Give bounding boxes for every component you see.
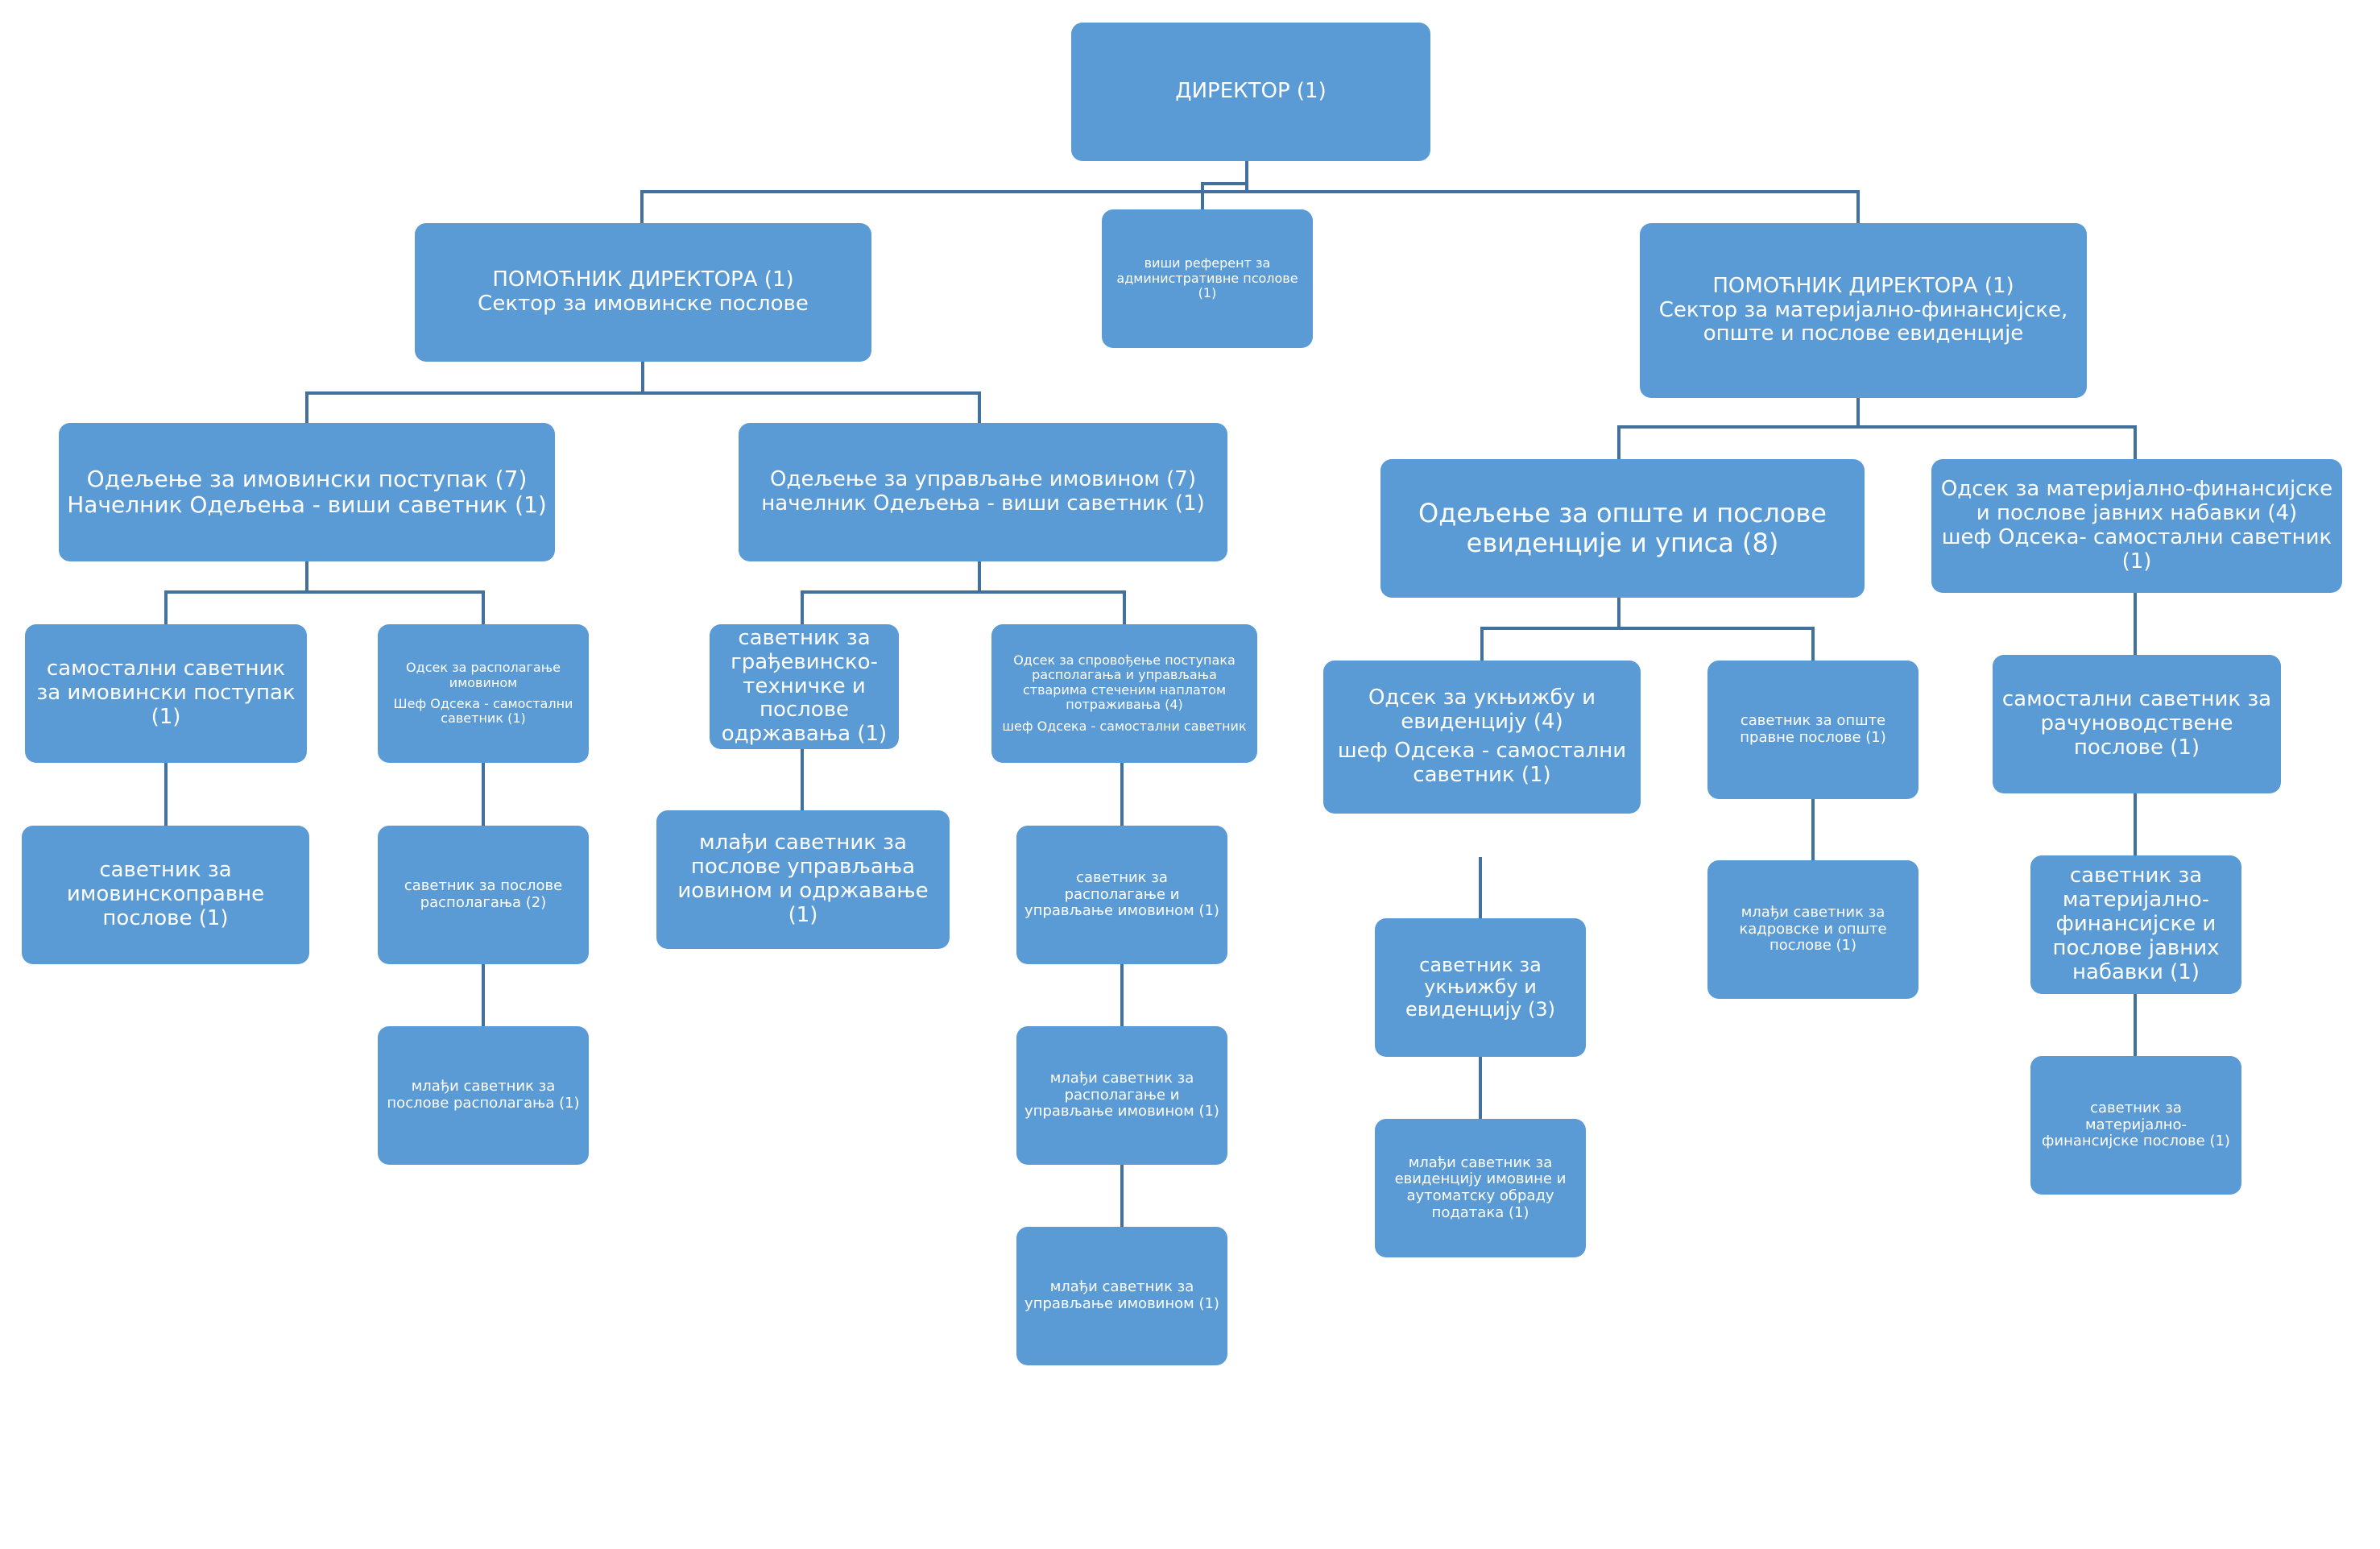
node-junior-advisor-management: млађи саветник за управљање имовином (1)	[1016, 1227, 1227, 1365]
node-line: шеф Одсека- самостални саветник (1)	[1941, 525, 2332, 574]
node-line: млађи саветник за кадровске и опште посл…	[1739, 903, 1887, 955]
node-line: Сектор за имовинске послове	[478, 292, 809, 316]
node-line: саветник за располагање и управљање имов…	[1024, 868, 1219, 920]
node-assistant-director-property: ПОМОЋНИК ДИРЕКТОРА (1) Сектор за имовинс…	[415, 223, 871, 362]
node-junior-advisor-personnel: млађи саветник за кадровске и опште посл…	[1707, 860, 1918, 999]
node-line: Начелник Одељења - виши саветник (1)	[67, 491, 547, 518]
node-advisor-property-legal: саветник за имовинскоправне послове (1)	[22, 826, 309, 964]
node-advisor-finance-affairs: саветник за материјално-финансијске посл…	[2030, 1056, 2241, 1195]
node-senior-administrative-clerk: виши референт за административне псолове…	[1102, 209, 1313, 348]
node-section-finance-procurement: Одсек за материјално-финансијске и посло…	[1931, 459, 2342, 593]
node-director: ДИРЕКТОР (1)	[1071, 23, 1430, 161]
node-line: саветник за материјално-финансијске и по…	[2052, 864, 2220, 984]
node-line: Одељење за имовински поступак (7)	[86, 465, 528, 492]
node-line: Одсек за спровођење поступака располагањ…	[1013, 652, 1236, 713]
node-line: млађи саветник за послове управљања иови…	[677, 830, 929, 927]
node-junior-advisor-disposal: млађи саветник за послове располагања (1…	[378, 1026, 589, 1165]
node-line: шеф Одсека - самостални саветник	[1002, 718, 1247, 734]
node-line: виши референт за административне псолове…	[1116, 255, 1298, 301]
node-advisor-finance-procurement: саветник за материјално-финансијске и по…	[2030, 855, 2241, 994]
node-advisor-disposal: саветник за послове располагања (2)	[378, 826, 589, 964]
node-line: саветник за имовинскоправне послове (1)	[66, 858, 265, 930]
node-line: самостални саветник за имовински поступа…	[36, 656, 296, 729]
node-line: ПОМОЋНИК ДИРЕКТОРА (1)	[1712, 273, 2014, 298]
node-line: Шеф Одсека - самостални саветник (1)	[393, 696, 573, 727]
node-section-enforcement: Одсек за спровођење поступака располагањ…	[991, 624, 1257, 763]
node-line: Сектор за материјално-финансијске, опште…	[1658, 297, 2068, 346]
node-independent-advisor-property: самостални саветник за имовински поступа…	[25, 624, 307, 763]
node-department-general-records: Одељење за опште и послове евиденције и …	[1380, 459, 1865, 598]
node-junior-advisor-records: млађи саветник за евиденцију имовине и а…	[1375, 1119, 1586, 1257]
node-department-property-management: Одељење за управљање имовином (7) начелн…	[739, 423, 1227, 561]
node-line: саветник за материјално-финансијске посл…	[2042, 1099, 2230, 1150]
node-line: Одсек за располагање имовином	[406, 660, 561, 690]
node-line: начелник Одељења - виши саветник (1)	[761, 491, 1205, 516]
node-line: млађи саветник за управљање имовином (1)	[1024, 1278, 1219, 1312]
node-line: Одсек за укњижбу и евиденцију (4)	[1368, 685, 1596, 735]
node-independent-advisor-accounting: самостални саветник за рачуноводствене п…	[1993, 655, 2281, 793]
node-assistant-director-finance: ПОМОЋНИК ДИРЕКТОРА (1) Сектор за материј…	[1640, 223, 2087, 398]
node-advisor-general-legal: саветник за опште правне послове (1)	[1707, 661, 1918, 799]
node-junior-advisor-disposal-management: млађи саветник за располагање и управљањ…	[1016, 1026, 1227, 1165]
node-line: саветник за опште правне послове (1)	[1740, 712, 1886, 746]
node-line: ДИРЕКТОР (1)	[1175, 79, 1327, 104]
node-line: Одељење за опште и послове евиденције и …	[1418, 498, 1827, 558]
node-advisor-construction: саветник за грађевинско-техничке и посло…	[710, 624, 899, 749]
node-line: ПОМОЋНИК ДИРЕКТОРА (1)	[492, 267, 794, 292]
node-section-property-disposal: Одсек за располагање имовином Шеф Одсека…	[378, 624, 589, 763]
node-line: саветник за укњижбу и евиденцију (3)	[1405, 953, 1555, 1021]
node-line: самостални саветник за рачуноводствене п…	[2001, 687, 2272, 760]
node-line: саветник за грађевинско-техничке и посло…	[721, 625, 888, 747]
node-department-property-procedure: Одељење за имовински поступак (7) Начелн…	[59, 423, 555, 561]
node-advisor-registration: саветник за укњижбу и евиденцију (3)	[1375, 918, 1586, 1057]
node-advisor-disposal-management: саветник за располагање и управљање имов…	[1016, 826, 1227, 964]
node-junior-advisor-management-maintenance: млађи саветник за послове управљања иови…	[656, 810, 950, 949]
node-line: Одсек за материјално-финансијске и посло…	[1940, 477, 2333, 526]
node-line: шеф Одсека - самостални саветник (1)	[1337, 739, 1627, 787]
node-line: млађи саветник за послове располагања (1…	[387, 1078, 580, 1112]
node-line: саветник за послове располагања (2)	[404, 877, 563, 911]
node-line: млађи саветник за располагање и управљањ…	[1024, 1069, 1219, 1120]
node-line: млађи саветник за евиденцију имовине и а…	[1394, 1153, 1567, 1221]
node-section-registration: Одсек за укњижбу и евиденцију (4) шеф Од…	[1323, 661, 1641, 814]
node-line: Одељење за управљање имовином (7)	[770, 467, 1196, 492]
